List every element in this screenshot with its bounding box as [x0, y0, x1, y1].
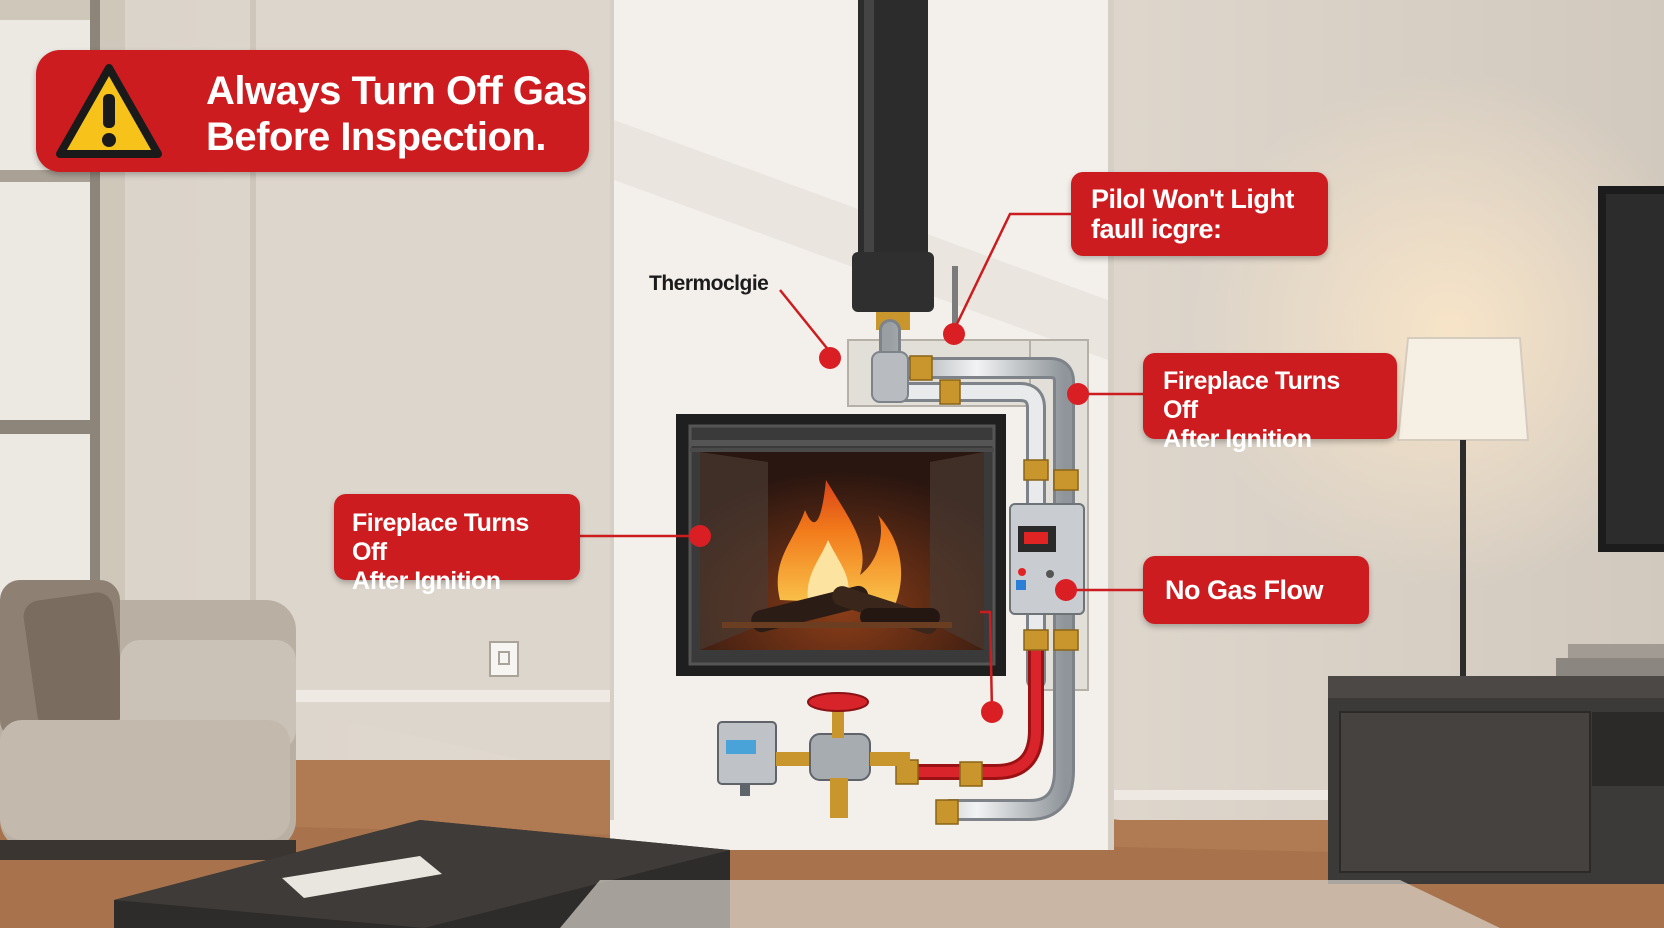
tv — [1598, 186, 1664, 552]
side-wall — [256, 0, 610, 780]
warning-banner: Always Turn Off Gas Before Inspection. — [36, 50, 589, 172]
rug — [560, 880, 1500, 928]
elbow-fitting — [871, 351, 909, 403]
tv-stand — [1328, 644, 1664, 884]
leader-lines — [580, 212, 1143, 713]
sofa — [0, 580, 296, 860]
shutoff-valve — [717, 692, 910, 818]
no-gas-flow-callout: No Gas Flow — [1143, 556, 1369, 624]
flames — [777, 480, 902, 605]
thermocouple-rod — [952, 266, 958, 336]
pilot-callout-line-2: faull icgre: — [1091, 214, 1222, 244]
turns-off-callout-right: Fireplace Turns Off After Ignition — [1143, 353, 1397, 453]
right-callout-line-2: After Ignition — [1163, 425, 1312, 453]
pilot-callout: Pilol Won't Light faull icgre: — [1071, 172, 1328, 256]
right-callout-line-1: Fireplace Turns Off — [1163, 367, 1340, 424]
turns-off-callout-left: Fireplace Turns Off After Ignition — [334, 494, 580, 595]
left-callout-line-2: After Ignition — [352, 567, 501, 595]
coffee-table — [114, 820, 730, 928]
thermocouple-label: Thermoclgie — [649, 272, 769, 295]
warning-line-1: Always Turn Off Gas — [206, 69, 587, 113]
wall-switch — [489, 641, 519, 677]
flue-pipe — [852, 0, 934, 330]
left-callout-line-1: Fireplace Turns Off — [352, 509, 529, 566]
fireplace-insert — [676, 414, 1006, 676]
warning-triangle-icon — [56, 64, 162, 158]
pilot-callout-line-1: Pilol Won't Light — [1091, 184, 1294, 214]
no-gas-flow-label: No Gas Flow — [1165, 575, 1324, 605]
logs — [751, 585, 940, 634]
brass-fittings — [895, 355, 1079, 825]
wall-corner — [250, 0, 256, 760]
leader-dots — [689, 323, 1089, 723]
warning-line-2: Before Inspection. — [206, 115, 546, 159]
